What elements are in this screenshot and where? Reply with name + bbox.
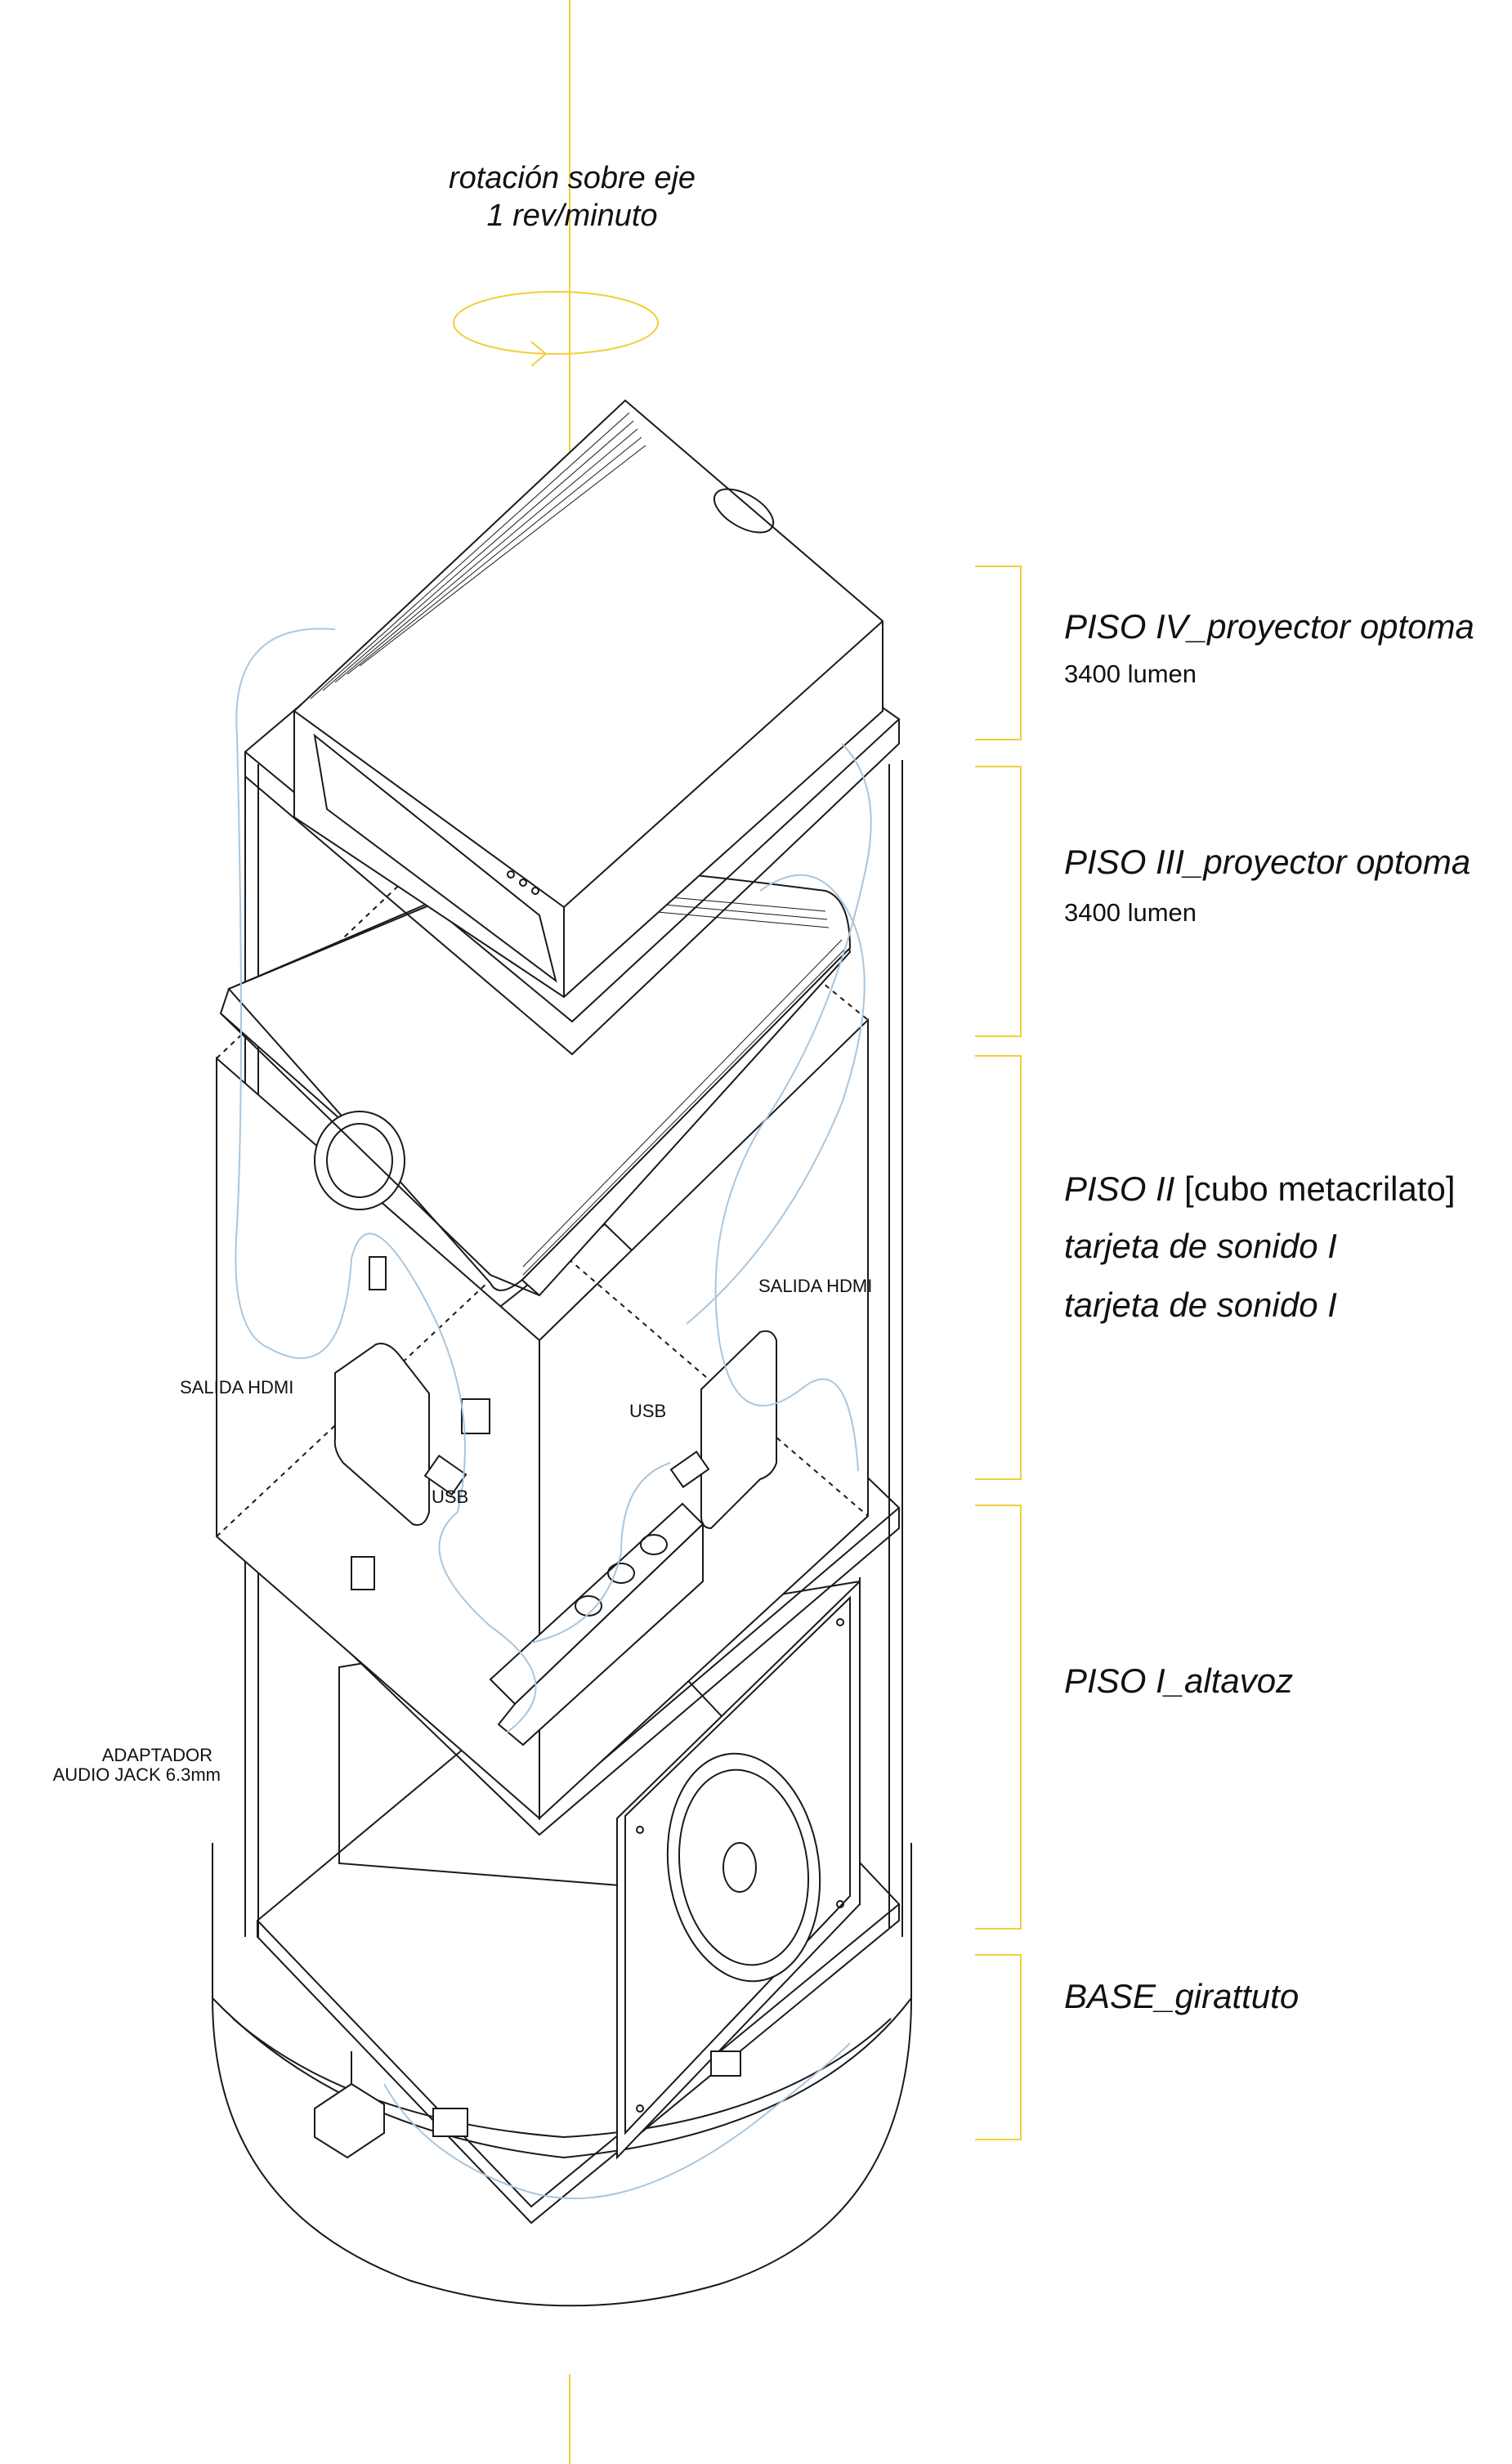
clip-5 [432, 2108, 468, 2137]
piso-ii-line2: tarjeta de sonido I [1064, 1227, 1337, 1265]
sound-card-left [333, 1343, 467, 1526]
piso-ii-line3: tarjeta de sonido I [1064, 1286, 1337, 1324]
cables [235, 628, 872, 2199]
audio-jack-adapter [314, 2051, 385, 2159]
callout-adapter-line2: AUDIO JACK 6.3mm [52, 1764, 221, 1785]
callout-usb-right: USB [629, 1401, 667, 1421]
rotation-arrow-icon [453, 291, 659, 355]
callout-usb-left: USB [432, 1487, 469, 1507]
projector-piso-iii [219, 864, 852, 1297]
piso-iii-sub: 3400 lumen [1064, 898, 1197, 927]
bracket-base [975, 1954, 1022, 2140]
clip-1 [369, 1256, 387, 1290]
lens-piso-iii [314, 1111, 405, 1210]
rotation-label-line2: 1 rev/minuto [486, 199, 658, 233]
bracket-piso-iii [975, 766, 1022, 1037]
clip-3 [351, 1556, 375, 1590]
projector-piso-iv [293, 399, 883, 999]
power-strip [489, 1502, 705, 1746]
base-title: BASE_girattuto [1064, 1977, 1300, 2015]
speaker-box [338, 1579, 861, 2160]
piso-iii-title: PISO III_proyector optoma [1064, 843, 1471, 881]
callout-adapter-line1: ADAPTADOR [101, 1745, 212, 1765]
rotation-label-line1: rotación sobre eje [448, 161, 696, 195]
clip-4 [710, 2050, 741, 2077]
callout-hdmi-right: SALIDA HDMI [758, 1276, 873, 1296]
bracket-piso-i [975, 1505, 1022, 1930]
piso-ii-title-rest: [cubo metacrilato] [1174, 1169, 1456, 1208]
piso-ii-title: PISO II [cubo metacrilato] [1064, 1169, 1456, 1208]
base-turntable [212, 1843, 912, 2307]
bracket-piso-ii [975, 1055, 1022, 1480]
clip-2 [461, 1398, 490, 1434]
callout-hdmi-left: SALIDA HDMI [180, 1377, 294, 1397]
lens-piso-iv [713, 488, 775, 534]
piso-iv-sub: 3400 lumen [1064, 660, 1197, 688]
speaker-cone [666, 1752, 821, 1983]
bracket-piso-iv [975, 566, 1022, 740]
piso-i-title: PISO I_altavoz [1064, 1661, 1294, 1700]
sound-card-right [669, 1330, 777, 1530]
piso-ii-title-italic: PISO II [1064, 1169, 1175, 1208]
piso-iv-title: PISO IV_proyector optoma [1064, 607, 1474, 646]
